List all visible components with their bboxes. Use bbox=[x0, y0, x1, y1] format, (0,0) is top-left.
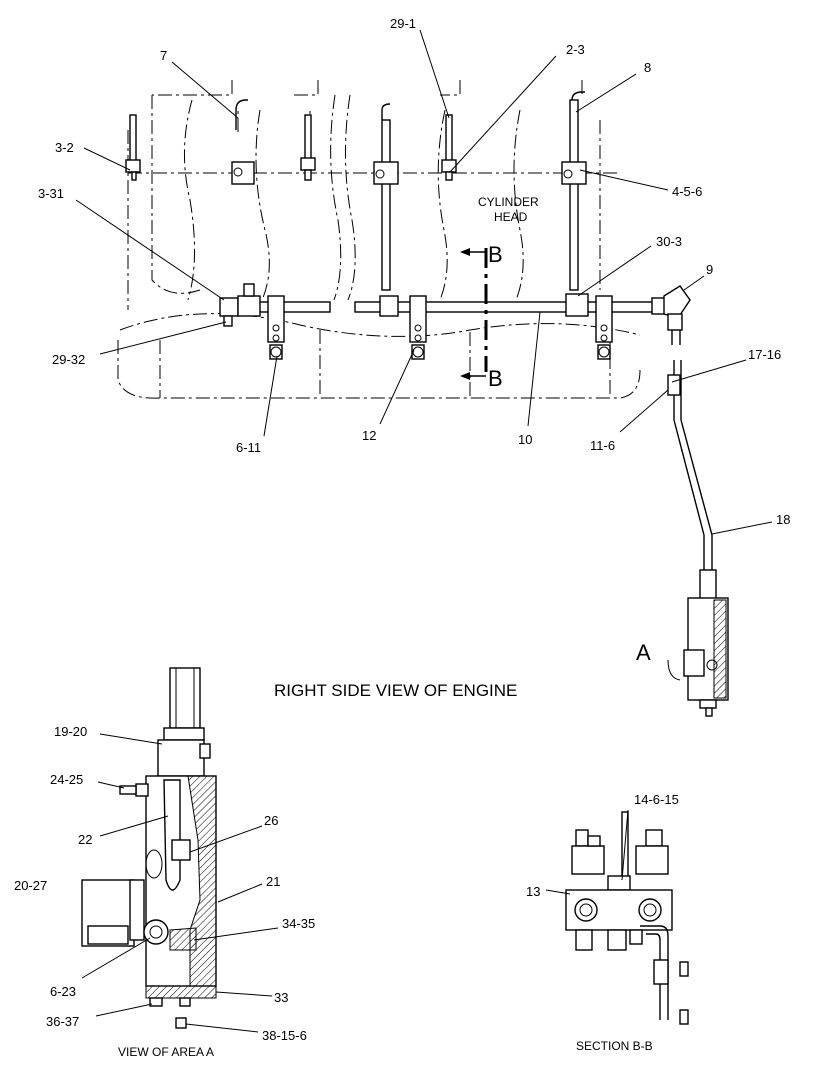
section-cut-b: B B bbox=[460, 242, 503, 391]
callout-6-23: 6-23 bbox=[50, 984, 76, 999]
callout-21: 21 bbox=[266, 874, 280, 889]
callout-10: 10 bbox=[518, 432, 532, 447]
detail-a-callouts: 19-20 24-25 22 26 20-27 21 34-35 6-23 33… bbox=[14, 724, 315, 1043]
callout-18: 18 bbox=[776, 512, 790, 527]
cylinder-head-label-1: CYLINDER bbox=[478, 195, 539, 209]
callout-3-31: 3-31 bbox=[38, 186, 64, 201]
section-marker-top: B bbox=[488, 242, 503, 267]
section-b-b-view bbox=[565, 811, 689, 1025]
callout-13: 13 bbox=[526, 884, 540, 899]
callout-34-35: 34-35 bbox=[282, 916, 315, 931]
callout-4-5-6: 4-5-6 bbox=[672, 184, 702, 199]
callout-14-6-15: 14-6-15 bbox=[634, 792, 679, 807]
callout-3-2: 3-2 bbox=[55, 140, 74, 155]
callout-29-1: 29-1 bbox=[390, 16, 416, 31]
callout-6-11: 6-11 bbox=[236, 440, 261, 455]
callout-11-6: 11-6 bbox=[590, 438, 615, 453]
main-view-callouts: 29-1 2-3 7 8 3-2 4-5-6 3-31 30-3 9 17-16… bbox=[38, 16, 790, 535]
cylinder-head-label-2: HEAD bbox=[494, 210, 528, 224]
section-marker-bottom: B bbox=[488, 366, 503, 391]
callout-29-32: 29-32 bbox=[52, 352, 85, 367]
callout-2-3: 2-3 bbox=[566, 42, 585, 57]
area-a-marker: A bbox=[636, 640, 651, 665]
shutoff-valve-area-a bbox=[667, 569, 729, 717]
main-view-title: RIGHT SIDE VIEW OF ENGINE bbox=[274, 681, 517, 700]
detail-a-title: VIEW OF AREA A bbox=[118, 1045, 214, 1059]
callout-19-20: 19-20 bbox=[54, 724, 87, 739]
callout-8: 8 bbox=[644, 60, 651, 75]
callout-22: 22 bbox=[78, 832, 92, 847]
section-b-title: SECTION B-B bbox=[576, 1039, 653, 1053]
callout-12: 12 bbox=[362, 428, 376, 443]
callout-17-16: 17-16 bbox=[748, 347, 781, 362]
callout-36-37: 36-37 bbox=[46, 1014, 79, 1029]
section-b-b-callouts: 14-6-15 13 bbox=[526, 792, 679, 899]
engine-outline bbox=[117, 80, 641, 399]
callout-33: 33 bbox=[274, 990, 288, 1005]
callout-9: 9 bbox=[706, 262, 713, 277]
callout-38-15-6: 38-15-6 bbox=[262, 1028, 307, 1043]
callout-26: 26 bbox=[264, 813, 278, 828]
detail-view-area-a bbox=[81, 667, 217, 1029]
callout-20-27: 20-27 bbox=[14, 878, 47, 893]
callout-30-3: 30-3 bbox=[656, 234, 682, 249]
callout-24-25: 24-25 bbox=[50, 772, 83, 787]
callout-7: 7 bbox=[160, 48, 167, 63]
fuel-lines bbox=[125, 91, 713, 570]
